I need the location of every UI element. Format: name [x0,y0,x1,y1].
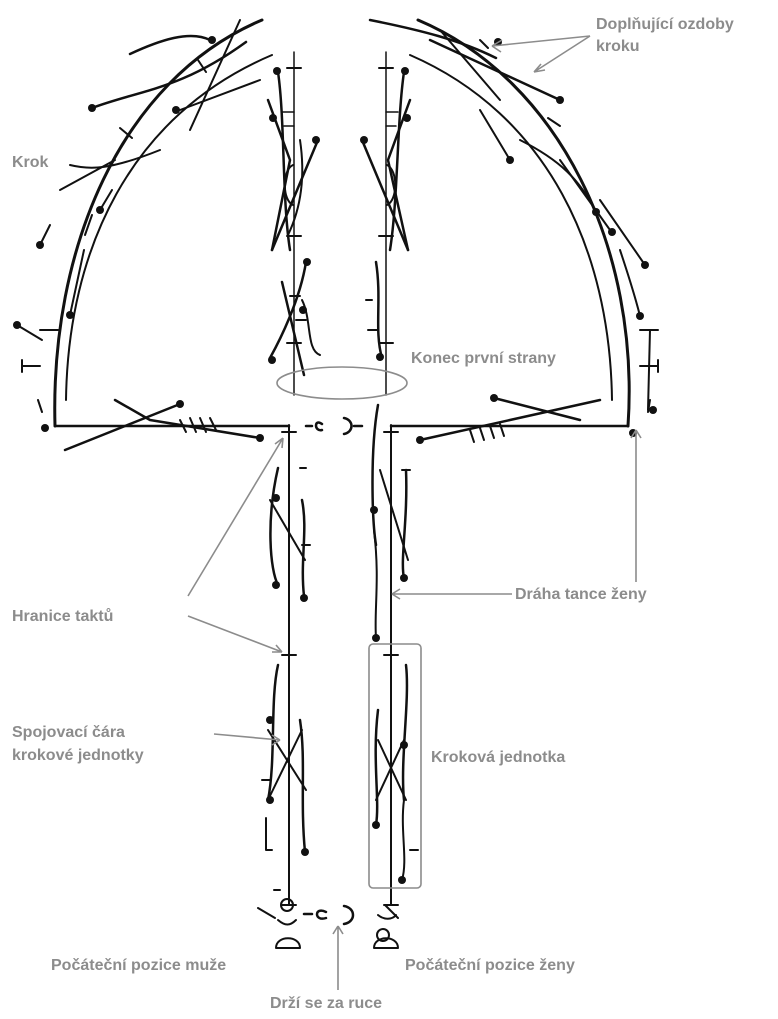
man-bar-ticks [22,60,301,905]
label-pocatecni-muze: Počáteční pozice muže [51,956,226,975]
label-doplnujici-line1: Doplňující ozdoby [596,15,734,34]
page-end-ellipse [277,367,407,399]
label-konec-prvni-strany: Konec první strany [411,349,556,368]
hand-hold-symbols [304,418,362,924]
woman-track [386,20,629,905]
man-step-symbols [262,67,320,890]
label-spojovaci-line1: Spojovací čára [12,723,125,742]
label-hranice-taktu: Hranice taktů [12,607,113,626]
label-krokova-jednotka: Kroková jednotka [431,748,565,767]
man-track [55,20,294,905]
man-outer-arc [55,20,262,426]
woman-arc-symbols [370,20,657,437]
man-arc-symbols [13,20,260,432]
label-drzi-se-za-ruce: Drží se za ruce [270,994,382,1013]
label-doplnujici-line2: kroku [596,37,640,56]
label-draha-tance-zeny: Dráha tance ženy [515,585,647,604]
label-spojovaci-line2: krokové jednotky [12,746,144,765]
woman-horizontal-symbols [416,394,600,444]
label-pocatecni-zeny: Počáteční pozice ženy [405,956,575,975]
label-krok: Krok [12,153,48,172]
start-positions [258,899,398,948]
